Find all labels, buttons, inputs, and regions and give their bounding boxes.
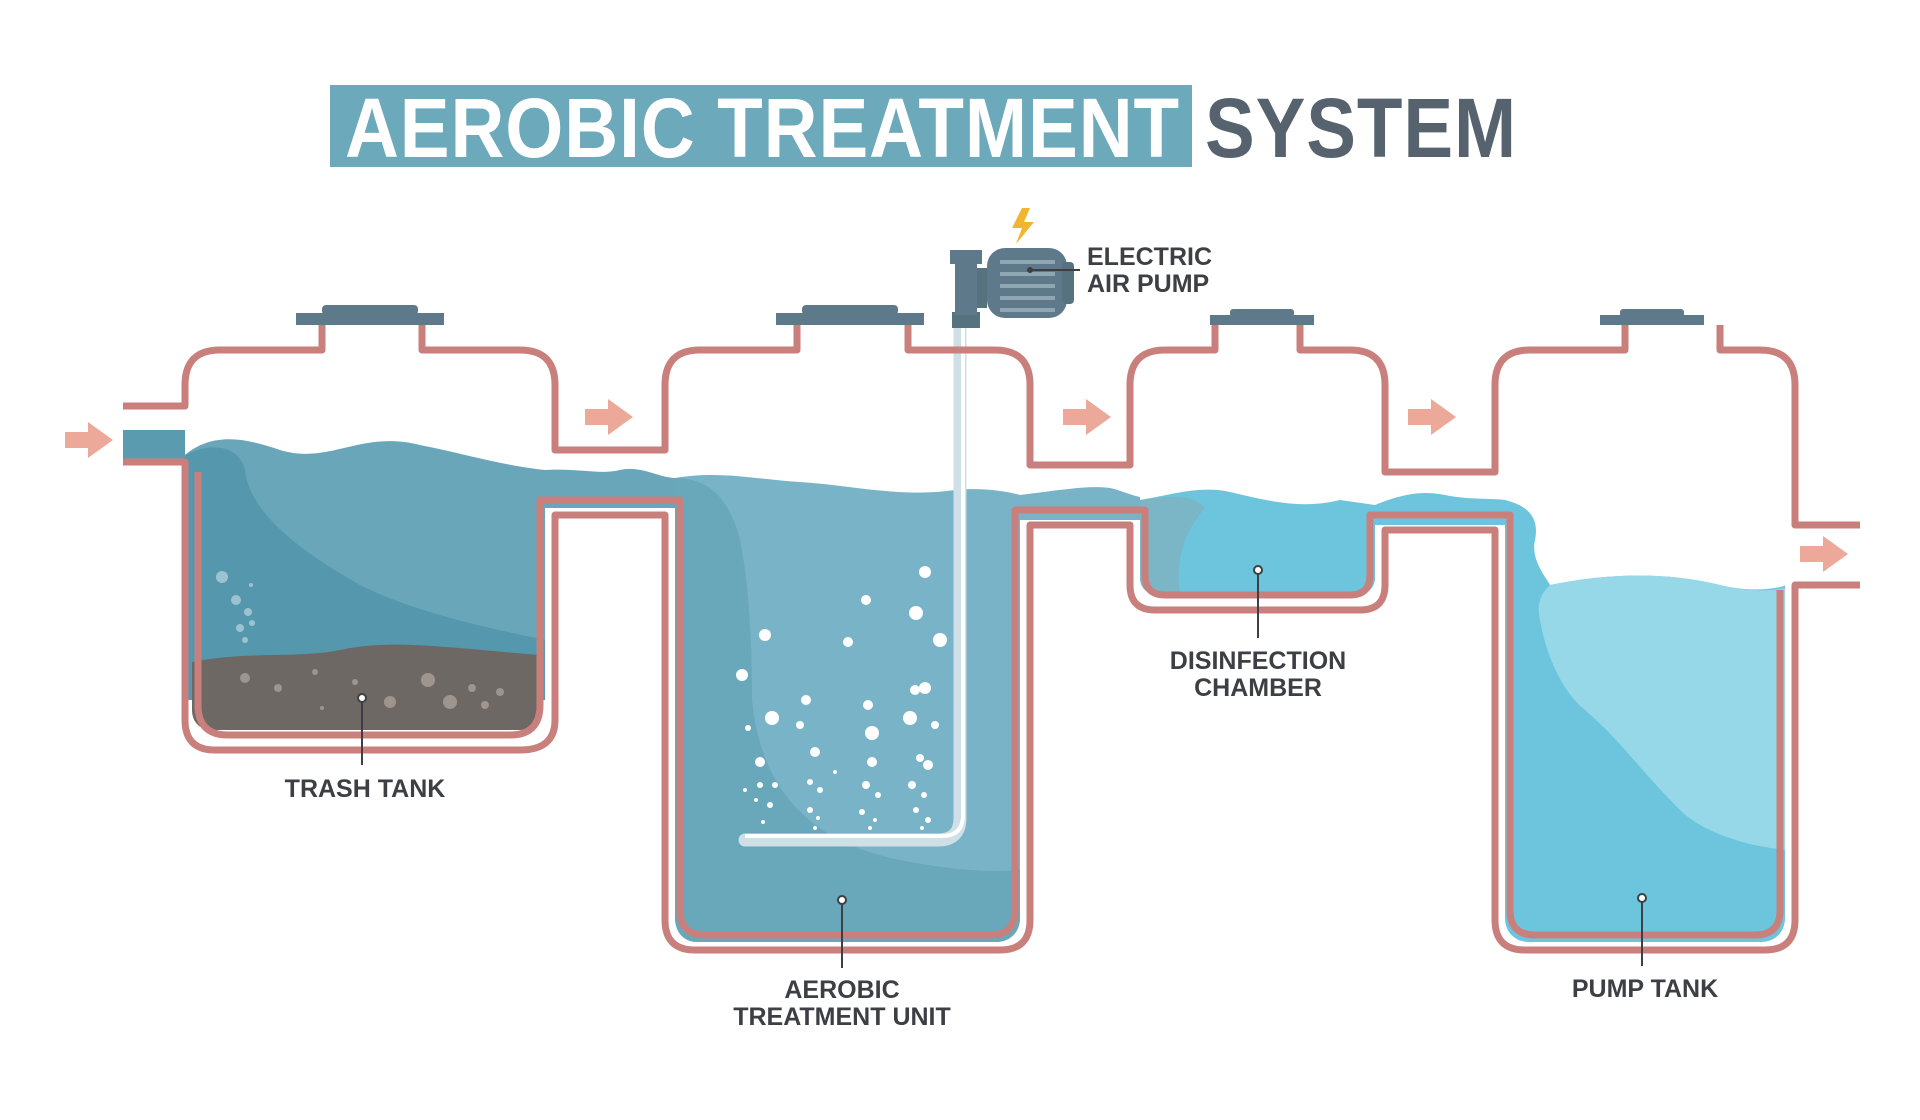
flow-arrow-icon: [585, 399, 633, 435]
lightning-bolt-icon: [1012, 208, 1034, 244]
flow-arrow-icon: [1063, 399, 1111, 435]
label-aerobic-unit: AEROBIC TREATMENT UNIT: [733, 976, 951, 1031]
diagram-title: AEROBIC TREATMENT SYSTEM: [330, 81, 1517, 175]
sludge-particles: [240, 669, 504, 710]
aerobic-unit-lid: [776, 305, 924, 325]
tank-lids: [296, 305, 1704, 325]
aerobic-bubbles: [736, 566, 947, 830]
disinfection-water: [1140, 489, 1375, 595]
label-trash-tank: TRASH TANK: [285, 775, 446, 803]
air-pipe: [738, 318, 967, 847]
label-disinfection: DISINFECTION CHAMBER: [1170, 647, 1346, 702]
trash-tank-sludge: [192, 644, 540, 730]
disinfection-lid: [1210, 309, 1314, 325]
trash-tank-bubbles: [216, 571, 255, 643]
inlet-water: [123, 430, 185, 462]
label-air-pump-line2: AIR PUMP: [1087, 270, 1209, 298]
title-rest-text: SYSTEM: [1205, 81, 1517, 175]
label-disinfection-line2: CHAMBER: [1194, 674, 1322, 702]
flow-arrow-icon: [1408, 399, 1456, 435]
label-air-pump: ELECTRIC AIR PUMP: [1087, 243, 1212, 298]
pump-tank-water-pale: [1538, 575, 1785, 850]
title-highlight-band: [330, 85, 1192, 167]
water-layer: [123, 430, 1786, 942]
connector-3-water: [1375, 493, 1505, 525]
label-air-pump-line1: ELECTRIC: [1087, 243, 1212, 271]
label-aerobic-unit-line1: AEROBIC: [784, 976, 899, 1004]
label-disinfection-line1: DISINFECTION: [1170, 647, 1346, 675]
flow-arrow-icon: [65, 422, 113, 458]
disinfection-water-shade: [1140, 496, 1205, 595]
air-pump-icon: [950, 248, 1074, 328]
connector-2-water: [1020, 487, 1140, 520]
flow-arrows: [65, 399, 1848, 572]
flow-arrow-icon: [1800, 536, 1848, 572]
leader-lines: [357, 269, 1647, 968]
trash-tank-lid: [296, 305, 444, 325]
label-aerobic-unit-line2: TREATMENT UNIT: [733, 1003, 951, 1031]
aerobic-unit-water-dark: [675, 478, 1020, 942]
label-pump-tank: PUMP TANK: [1572, 975, 1718, 1003]
title-highlight-text: AEROBIC TREATMENT: [345, 81, 1180, 175]
pump-tank-lid: [1600, 309, 1704, 325]
trash-tank-water-deep: [185, 447, 545, 700]
tank-walls: [123, 325, 1860, 954]
